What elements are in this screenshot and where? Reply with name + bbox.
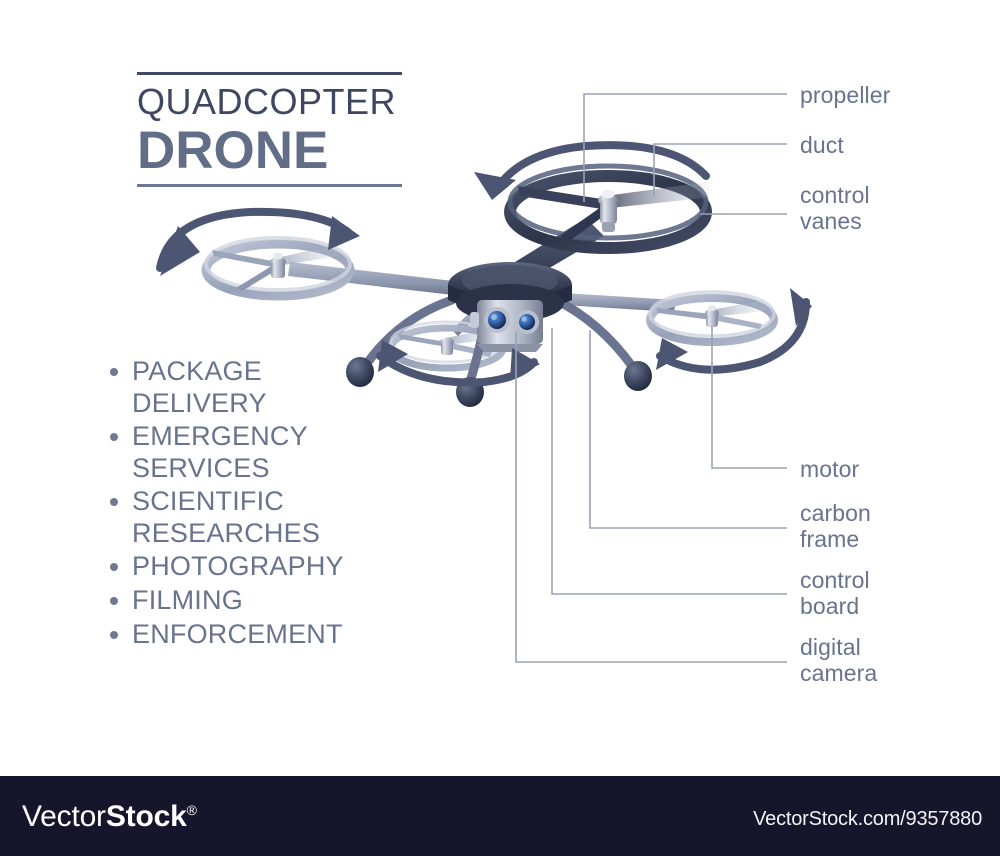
use-label: FILMING: [132, 585, 243, 616]
rotor-top: [470, 163, 713, 304]
page-title-secondary: DRONE: [137, 120, 329, 180]
drone-uses-list: PACKAGE DELIVERY EMERGENCY SERVICES SCIE…: [110, 356, 410, 652]
vectorstock-logo: VectorStock®: [22, 800, 197, 834]
list-item: EMERGENCY SERVICES: [110, 421, 410, 484]
bullet-icon: [110, 433, 118, 442]
rotor-right-lower: [548, 290, 778, 346]
use-label: ENFORCEMENT: [132, 618, 343, 649]
list-item: PACKAGE DELIVERY: [110, 356, 410, 419]
bullet-icon: [110, 498, 118, 507]
callout-control-board: control board: [800, 567, 870, 619]
use-label: EMERGENCY SERVICES: [132, 421, 308, 483]
watermark-footer: VectorStock® VectorStock.com/9357880: [0, 776, 1000, 856]
landing-leg-right: [551, 295, 652, 391]
list-item: SCIENTIFIC RESEARCHES: [110, 486, 410, 549]
leader-carbon-frame: [589, 330, 787, 529]
bullet-icon: [110, 563, 118, 572]
leader-motor: [711, 326, 787, 469]
bullet-icon: [110, 368, 118, 376]
use-label: SCIENTIFIC RESEARCHES: [132, 486, 321, 548]
leader-digital-camera: [515, 332, 787, 663]
list-item: FILMING: [110, 585, 410, 617]
bullet-icon: [110, 630, 118, 639]
callout-motor: motor: [800, 456, 860, 482]
callout-propeller: propeller: [800, 82, 891, 108]
callout-digital-camera: digital camera: [800, 634, 878, 686]
callout-control-vanes: control vanes: [800, 182, 870, 234]
leader-duct: [653, 143, 787, 196]
list-item: PHOTOGRAPHY: [110, 551, 410, 583]
leader-control-board: [551, 328, 787, 595]
digital-camera-module: [470, 300, 543, 352]
page-title-primary: QUADCOPTER: [137, 81, 397, 122]
callout-carbon-frame: carbon frame: [800, 500, 871, 552]
rotation-arrow-heads: [160, 172, 812, 380]
callout-duct: duct: [800, 132, 844, 158]
landing-leg-back-left: [346, 295, 457, 387]
title-rule-bottom: [137, 183, 402, 187]
use-label: PHOTOGRAPHY: [132, 551, 344, 582]
registered-mark-icon: ®: [186, 802, 197, 818]
use-label: PACKAGE DELIVERY: [132, 356, 267, 418]
bullet-icon: [110, 597, 118, 606]
rotation-arrows: [156, 141, 810, 387]
list-item: ENFORCEMENT: [110, 619, 410, 651]
vectorstock-url: VectorStock.com/9357880: [753, 808, 982, 830]
brand-name-light: Vector: [22, 800, 106, 833]
title-rule-top: [137, 72, 402, 75]
brand-name-bold: Stock: [105, 800, 187, 833]
title-block: QUADCOPTER DRONE: [137, 72, 402, 187]
leader-propeller: [583, 93, 787, 202]
